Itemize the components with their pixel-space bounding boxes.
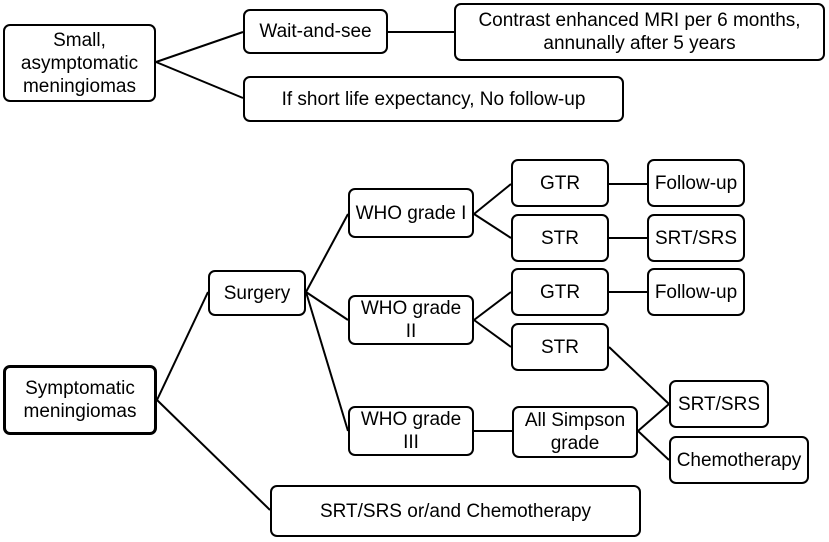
connector-surgery-to-who2 xyxy=(305,291,349,321)
node-follow-up-1: Follow-up xyxy=(647,159,745,207)
connector-who2-to-gtr xyxy=(473,291,512,321)
connector-who2-to-str xyxy=(473,319,512,348)
connector-symptomatic-to-srt-chemo xyxy=(156,399,271,511)
node-symptomatic: Symptomatic meningiomas xyxy=(3,365,157,435)
node-who-grade-1: WHO grade I xyxy=(348,188,474,238)
connector-who1-to-str xyxy=(473,213,512,239)
node-gtr-2: GTR xyxy=(511,268,609,316)
node-srt-srs-2: SRT/SRS xyxy=(669,380,769,428)
connector-symptomatic-to-surgery xyxy=(156,291,209,401)
node-gtr-1: GTR xyxy=(511,159,609,207)
node-str-1: STR xyxy=(511,214,609,262)
connector-small-to-wait xyxy=(155,31,244,63)
connector-str2-to-srt xyxy=(608,346,670,405)
node-str-2: STR xyxy=(511,323,609,371)
node-srt-srs-or-chemotherapy: SRT/SRS or/and Chemotherapy xyxy=(270,485,641,537)
node-who-grade-2: WHO grade II xyxy=(348,295,474,345)
node-short-life-expectancy: If short life expectancy, No follow-up xyxy=(243,76,624,122)
connector-small-to-short-life xyxy=(155,61,244,99)
node-surgery: Surgery xyxy=(208,270,306,316)
connector-simpson-to-srt xyxy=(637,403,670,432)
node-srt-srs-1: SRT/SRS xyxy=(647,214,745,262)
connector-surgery-to-who3 xyxy=(305,291,349,432)
node-wait-and-see: Wait-and-see xyxy=(243,9,388,54)
node-all-simpson-grade: All Simpson grade xyxy=(512,406,638,458)
node-follow-up-2: Follow-up xyxy=(647,268,745,316)
connector-who1-to-gtr xyxy=(473,183,512,215)
node-who-grade-3: WHO grade III xyxy=(348,406,474,456)
node-chemotherapy: Chemotherapy xyxy=(669,436,809,484)
node-small-asymptomatic: Small, asymptomatic meningiomas xyxy=(3,24,156,102)
connector-surgery-to-who1 xyxy=(305,213,349,293)
connector-simpson-to-chemo xyxy=(637,430,670,461)
node-contrast-mri: Contrast enhanced MRI per 6 months, annu… xyxy=(454,3,825,61)
